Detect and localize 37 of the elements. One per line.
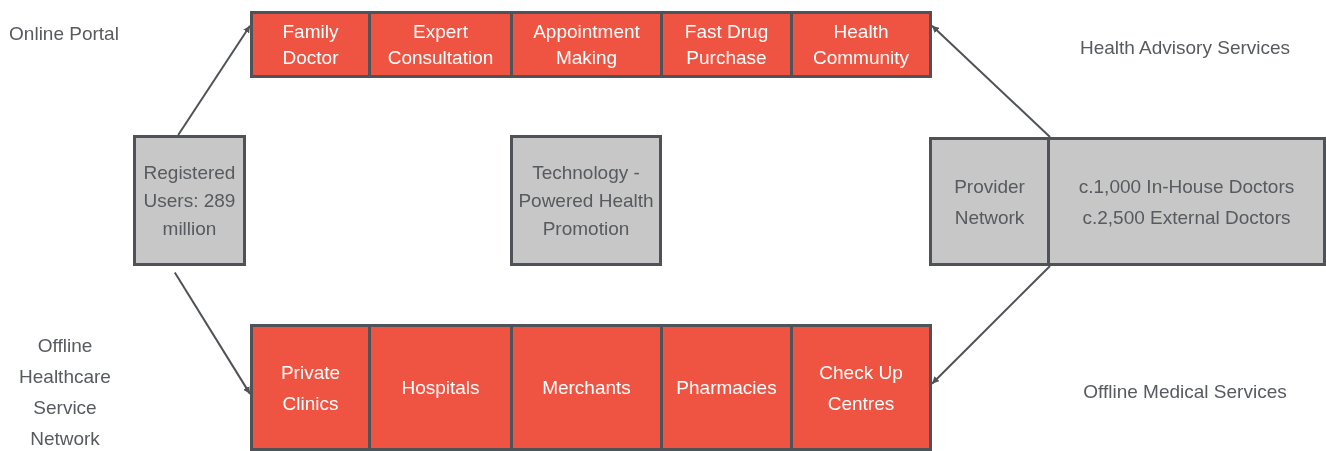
box-text: Check Up Centres — [818, 360, 904, 416]
box-text: Hospitals — [401, 375, 480, 400]
service-box — [250, 11, 371, 78]
box-text: Technology - Powered Health Promotion — [517, 160, 655, 241]
service-box — [368, 11, 513, 78]
section-label: Offline Medical Services — [1082, 380, 1288, 404]
info-box — [1047, 137, 1326, 266]
box-text: c.1,000 In-House Doctors — [1078, 174, 1295, 199]
service-box — [790, 324, 932, 451]
section-label: Online Portal — [8, 22, 120, 46]
service-box — [250, 324, 371, 451]
box-text: Family Doctor — [281, 19, 340, 70]
box-text: Health Community — [811, 19, 911, 70]
section-label: Offline Healthcare Service Network — [18, 334, 112, 451]
box-text: Appointment Making — [532, 19, 641, 70]
service-box — [368, 324, 513, 451]
box-text: c.2,500 External Doctors — [1082, 205, 1291, 230]
info-box — [929, 137, 1050, 266]
box-text: Pharmacies — [676, 375, 777, 400]
info-box — [133, 135, 246, 266]
arrow — [173, 271, 251, 395]
box-text: Private Clinics — [279, 360, 342, 416]
box-text: Provider Network — [953, 174, 1026, 230]
service-box — [660, 324, 793, 451]
section-label: Health Advisory Services — [1078, 36, 1292, 60]
box-text: Registered Users: 289 million — [142, 160, 237, 241]
arrow — [177, 24, 251, 136]
service-box — [510, 11, 663, 78]
arrow — [931, 24, 1051, 138]
info-box — [510, 135, 662, 266]
service-box — [790, 11, 932, 78]
box-text: Expert Consultation — [386, 19, 495, 70]
box-text: Merchants — [542, 375, 631, 400]
service-box — [660, 11, 793, 78]
box-text: Fast Drug Purchase — [683, 19, 770, 70]
service-box — [510, 324, 663, 451]
arrow — [931, 265, 1051, 385]
